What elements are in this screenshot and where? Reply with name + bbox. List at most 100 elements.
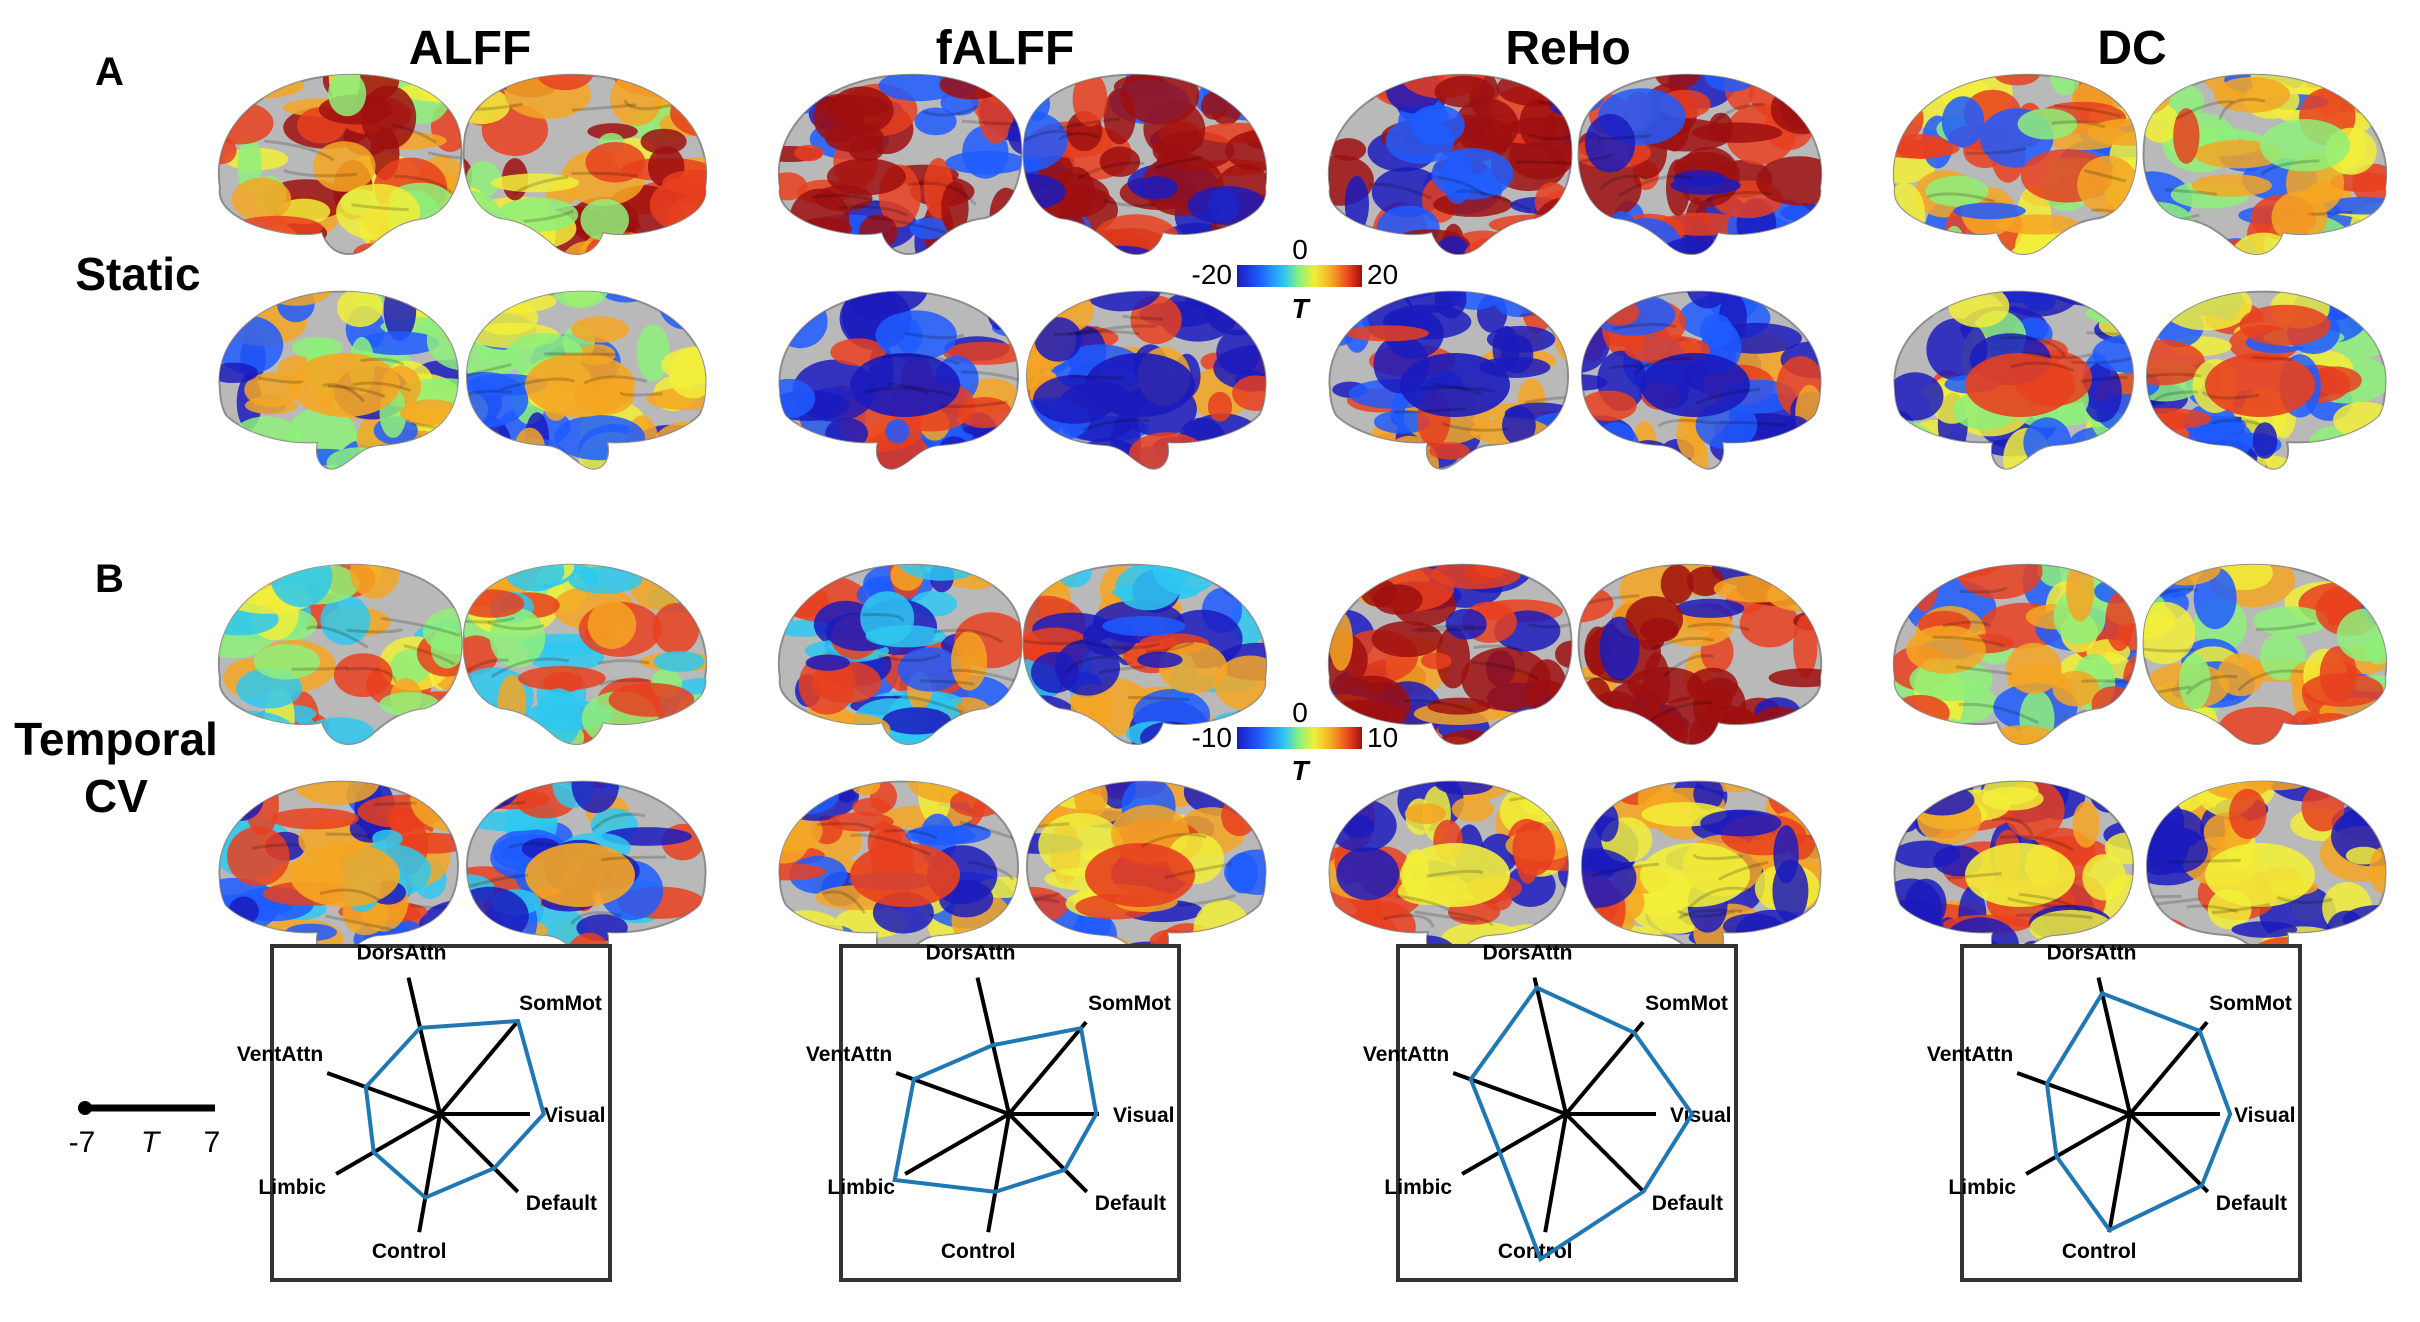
- brain-surface: [778, 290, 1020, 470]
- activation-blob: [1793, 564, 1822, 574]
- activation-blob: [2089, 291, 2133, 310]
- activation-blob: [2143, 211, 2176, 255]
- sulcus-line: [2147, 897, 2200, 909]
- activation-blob: [1238, 564, 1267, 601]
- sulcus-line: [571, 171, 639, 178]
- activation-blob: [245, 927, 274, 959]
- activation-blob: [292, 781, 380, 805]
- radar-label-ventattn: VentAttn: [237, 1043, 323, 1066]
- sulcus-line: [393, 174, 453, 195]
- activation-blob: [667, 234, 707, 255]
- sulcus-line: [571, 103, 637, 112]
- activation-blob: [1693, 781, 1724, 811]
- activation-blob: [980, 291, 1018, 321]
- activation-blob: [1670, 176, 1741, 195]
- sulcus-line: [1455, 189, 1532, 212]
- row-label-temporal: Temporal: [14, 713, 218, 765]
- activation-blob: [779, 910, 844, 957]
- brain-surface: [1580, 290, 1822, 470]
- activation-blob: [2317, 252, 2374, 255]
- radar-label-limbic: Limbic: [258, 1176, 326, 1199]
- activation-blob: [1434, 291, 1467, 319]
- activation-blob: [361, 85, 417, 150]
- radar-reho: DorsAttnSomMotVisualDefaultControlLimbic…: [1363, 942, 1738, 1282]
- sulcus-line: [2237, 669, 2304, 692]
- activation-blob: [778, 564, 822, 583]
- activation-blob: [1464, 236, 1535, 255]
- activation-blob: [1538, 720, 1564, 745]
- brain-surface: [1328, 290, 1570, 470]
- radar-label-limbic: Limbic: [827, 1176, 895, 1199]
- activation-blob: [2231, 921, 2298, 938]
- colorbar-static-max: 20: [1367, 259, 1398, 290]
- sulcus-line: [346, 627, 403, 634]
- activation-blob: [2326, 446, 2363, 469]
- activation-blob: [1625, 596, 1684, 643]
- sulcus-line: [864, 386, 929, 395]
- activation-blob: [2318, 945, 2386, 959]
- activation-blob: [825, 417, 869, 450]
- activation-blob: [653, 421, 706, 467]
- sulcus-line: [1471, 660, 1539, 681]
- sulcus-line: [1959, 586, 2008, 594]
- activation-blob: [1034, 317, 1082, 362]
- activation-blob: [653, 651, 705, 672]
- activation-blob: [399, 81, 462, 102]
- sulcus-line: [325, 832, 374, 841]
- sulcus-line: [1164, 862, 1232, 880]
- activation-blob: [661, 291, 699, 311]
- sulcus-line: [905, 331, 965, 340]
- activation-blob: [1103, 88, 1136, 145]
- column-header-reho: ReHo: [1505, 22, 1630, 75]
- activation-blob: [852, 797, 891, 817]
- activation-blob: [2313, 733, 2372, 745]
- activation-blob: [497, 674, 527, 733]
- activation-blob: [2356, 291, 2385, 321]
- activation-blob: [2067, 234, 2136, 255]
- activation-blob: [2239, 304, 2331, 346]
- sulcus-line: [352, 381, 412, 392]
- activation-blob: [2166, 440, 2245, 469]
- sulcus-line: [583, 375, 648, 385]
- activation-blob: [2017, 108, 2078, 140]
- sulcus-line: [1068, 374, 1123, 380]
- activation-blob: [518, 666, 606, 691]
- medial-wall: [850, 843, 960, 907]
- radar-label-default: Default: [1652, 1192, 1723, 1215]
- activation-blob: [2160, 291, 2252, 331]
- activation-blob: [1656, 237, 1720, 255]
- activation-blob: [812, 291, 893, 295]
- sulcus-line: [1403, 699, 1474, 713]
- activation-blob: [2291, 234, 2344, 254]
- activation-blob: [941, 181, 969, 236]
- activation-blob: [336, 291, 383, 328]
- activation-blob: [568, 566, 642, 594]
- sulcus-line: [499, 377, 576, 392]
- sulcus-line: [1578, 676, 1630, 684]
- activation-blob: [897, 647, 962, 692]
- activation-blob: [1600, 731, 1664, 745]
- sulcus-line: [2010, 361, 2074, 372]
- brain-surface: [465, 290, 707, 470]
- activation-blob: [1757, 240, 1791, 255]
- sulcus-line: [907, 181, 977, 206]
- sulcus-line: [881, 353, 960, 366]
- sulcus-line: [1599, 174, 1649, 190]
- activation-blob: [1691, 122, 1783, 143]
- medial-wall: [290, 843, 400, 907]
- sulcus-line: [862, 613, 905, 622]
- sulcus-line: [1395, 894, 1450, 911]
- activation-blob: [1027, 781, 1062, 815]
- activation-blob: [2052, 670, 2100, 707]
- sulcus-line: [351, 203, 409, 212]
- activation-blob: [218, 576, 252, 595]
- activation-blob: [989, 187, 1022, 246]
- sulcus-line: [251, 843, 298, 850]
- colorbar-static-min: -20: [1192, 259, 1232, 290]
- activation-blob: [1773, 825, 1799, 884]
- activation-blob: [885, 419, 910, 444]
- sulcus-line: [570, 911, 622, 925]
- activation-blob: [1089, 245, 1154, 255]
- activation-blob: [639, 291, 680, 303]
